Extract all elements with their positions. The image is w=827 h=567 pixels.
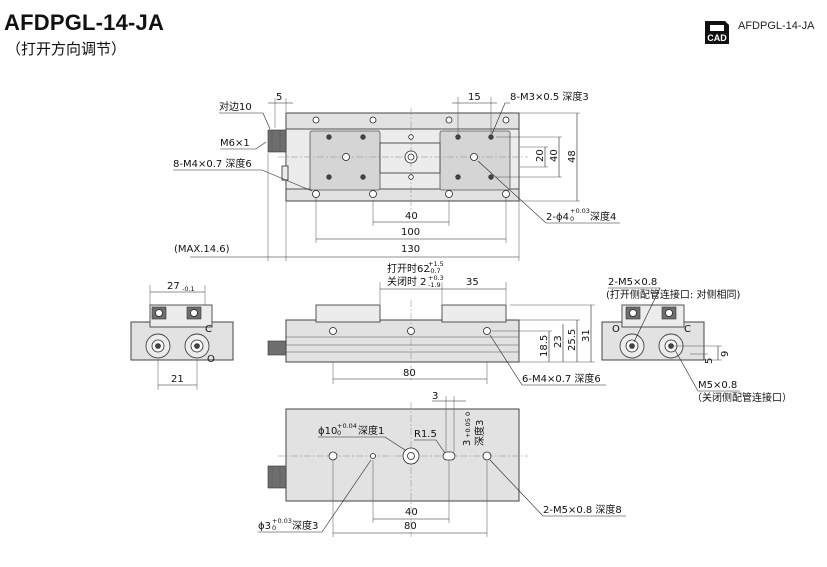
dim-5-right-label: 5	[704, 358, 715, 364]
left-mark-c: C	[205, 324, 212, 335]
dim-27-tol: -0.1	[182, 285, 195, 293]
across-flats-label: 对边10	[219, 100, 252, 113]
cad-icon[interactable]: CAD	[703, 19, 731, 46]
three-tol-label: +0.05 0	[464, 412, 472, 438]
dim-9-label: 9	[720, 351, 731, 357]
page-title: AFDPGL-14-JA	[4, 10, 165, 35]
dim-20-label: 20	[535, 149, 546, 162]
left-side-view: C O 27 -0.1 21	[130, 281, 234, 390]
dim-35-label: 35	[466, 277, 479, 288]
cad-logo-text: CAD	[707, 33, 727, 43]
dim-21-label: 21	[171, 374, 184, 385]
dim-48-label: 48	[567, 150, 578, 163]
closed-tol-up: +0.3	[428, 274, 444, 282]
m4-front-label: 6-M4×0.7 深度6	[522, 372, 601, 385]
open-tol-dn: -0.7	[428, 267, 441, 275]
bottom-view-body	[285, 408, 520, 502]
open-tol-up: +1.5	[428, 260, 444, 268]
m5-depth-label: 2-M5×0.8 深度8	[543, 503, 622, 516]
m4-top-label: 8-M4×0.7 深度6	[173, 157, 252, 170]
open-label: 打开时62	[387, 262, 430, 275]
m5-top-note: (打开侧配管连接口: 对侧相同)	[606, 288, 740, 301]
adjust-nut	[267, 129, 287, 153]
phi3-label: ϕ3	[258, 521, 271, 532]
front-view: 打开时62 +1.5 -0.7 关闭时 2 +0.3 -1.9 35 18.5 …	[267, 260, 606, 386]
left-side-base	[130, 321, 234, 361]
phi4-label: 2-ϕ4	[546, 212, 569, 223]
dim-25-5-label: 25.5	[567, 329, 578, 351]
r15-label: R1.5	[414, 429, 437, 440]
dim-40v-label: 40	[549, 149, 560, 162]
three-rot-label: 3	[462, 440, 473, 446]
m5-top-label: 2-M5×0.8	[608, 277, 657, 288]
right-mark-o: O	[612, 324, 620, 335]
phi4-tol-up: +0.03	[570, 207, 590, 215]
top-view: 5 对边10 M6×1 8-M4×0.7 深度6 15 8-M3×0.5 深度3…	[173, 90, 620, 261]
dim-40-bottom-label: 40	[405, 507, 418, 518]
page-subtitle: （打开方向调节）	[6, 40, 127, 58]
dim-31-label: 31	[581, 329, 592, 342]
phi3-depth: 深度3	[292, 519, 318, 532]
dim-18-5-label: 18.5	[539, 335, 550, 357]
dim-5-label: 5	[276, 92, 282, 103]
phi4-depth: 深度4	[590, 210, 616, 223]
m5-bottom-label: M5×0.8	[698, 380, 737, 391]
max-label: (MAX.14.6)	[174, 244, 230, 255]
front-nut	[267, 340, 287, 356]
front-view-body	[285, 319, 520, 363]
left-mark-o: O	[207, 354, 215, 365]
phi3-tol-up: +0.03	[272, 517, 292, 525]
right-side-view: O C 2-M5×0.8 (打开侧配管连接口: 对侧相同) 5 9 M5×0.8…	[601, 277, 792, 404]
phi10-label: ϕ10	[318, 426, 337, 437]
dim-23-label: 23	[553, 335, 564, 348]
cad-model-label: AFDPGL-14-JA	[738, 20, 815, 32]
closed-tol-dn: -1.9	[428, 281, 441, 289]
phi10-depth: 深度1	[358, 424, 384, 437]
dim-40-top-label: 40	[405, 211, 418, 222]
phi10-tol-up: +0.04	[337, 422, 357, 430]
bottom-nut	[267, 465, 287, 489]
dim-15-label: 15	[468, 92, 481, 103]
m3-label: 8-M3×0.5 深度3	[510, 90, 589, 103]
phi10-tol-dn: 0	[337, 429, 341, 437]
dim-27-label: 27	[167, 281, 180, 292]
closed-label: 关闭时 2	[387, 275, 427, 288]
m6-label: M6×1	[220, 138, 250, 149]
right-side-base	[601, 321, 705, 361]
phi4-tol-dn: 0	[570, 215, 574, 223]
small-port	[281, 165, 289, 181]
dim-3-label: 3	[432, 391, 438, 402]
phi3-tol-dn: 0	[272, 524, 276, 532]
dim-80-front-label: 80	[403, 368, 416, 379]
front-left-jaw	[315, 304, 381, 323]
dim-130-label: 130	[401, 244, 420, 255]
bottom-view: 3 3 +0.05 0 深度3 R1.5 ϕ10 +0.04 0 深度1 40 …	[258, 391, 626, 537]
dim-100-label: 100	[401, 227, 420, 238]
m5-bottom-note: （关闭侧配管连接口）	[692, 391, 792, 404]
dim-80-bottom-label: 80	[404, 521, 417, 532]
front-right-jaw	[441, 304, 507, 323]
depth3-rot-label: 深度3	[473, 420, 486, 446]
right-mark-c: C	[684, 324, 691, 335]
